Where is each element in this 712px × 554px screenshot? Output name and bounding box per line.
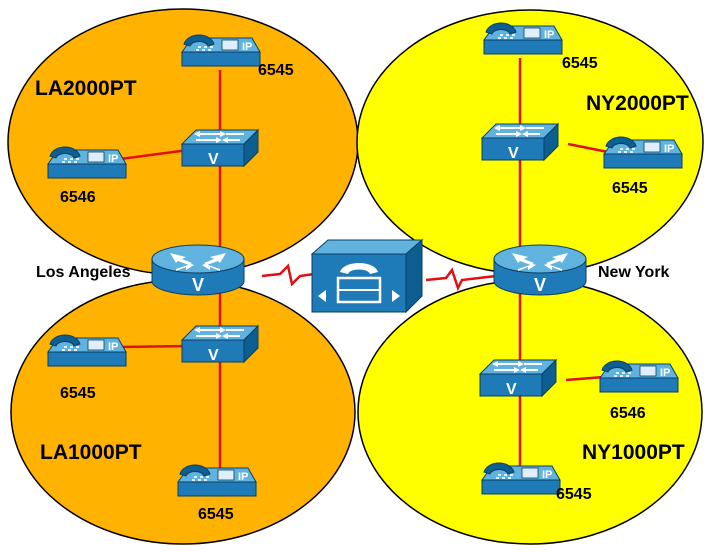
zone-ny1000 [357,279,703,545]
ext-la1000-left: 6545 [60,385,96,402]
ext-ny2000-right: 6545 [612,180,648,197]
switch-ny1000[interactable] [479,359,557,399]
phone-ny2000-top-icon[interactable] [483,22,563,55]
ext-la2000-top: 6545 [258,62,294,79]
switch-la1000[interactable] [181,325,259,365]
zone-label-ny1000: NY1000PT [582,441,685,464]
phone-ny1000-right-icon[interactable] [599,360,679,393]
phone-la1000-left-icon[interactable] [47,334,127,367]
link-ny1000-switch-right [565,375,605,382]
ext-ny1000-bottom: 6545 [556,486,592,503]
phone-la1000-bottom-icon[interactable] [177,464,257,497]
zone-label-la2000: LA2000PT [35,77,137,100]
link-la1000-left-switch [119,344,189,349]
wan-link-ny [425,267,497,292]
zone-label-la1000: LA1000PT [40,441,142,464]
site-label-new-york: New York [598,264,670,281]
link-la2000-left-switch [119,148,189,161]
zone-la1000 [10,279,356,545]
zone-label-ny2000: NY2000PT [586,92,689,115]
switch-ny2000[interactable] [481,123,559,163]
router-new-york[interactable] [493,244,587,296]
phone-la2000-left-icon[interactable] [47,146,127,179]
wan-link-la [261,263,315,287]
ext-ny1000-right: 6546 [610,405,646,422]
phone-la2000-top-icon[interactable] [181,34,261,67]
link-ny2000-switch-right [567,142,609,154]
gatekeeper-icon[interactable] [310,238,424,314]
router-los-angeles[interactable] [151,244,245,296]
phone-ny1000-bottom-icon[interactable] [481,462,561,495]
zone-la2000 [7,8,359,276]
ext-la1000-bottom: 6545 [198,506,234,523]
ext-ny2000-top: 6545 [562,55,598,72]
phone-ny2000-right-icon[interactable] [603,136,683,169]
site-label-los-angeles: Los Angeles [36,264,131,281]
switch-la2000[interactable] [181,129,259,169]
ext-la2000-left: 6546 [60,189,96,206]
